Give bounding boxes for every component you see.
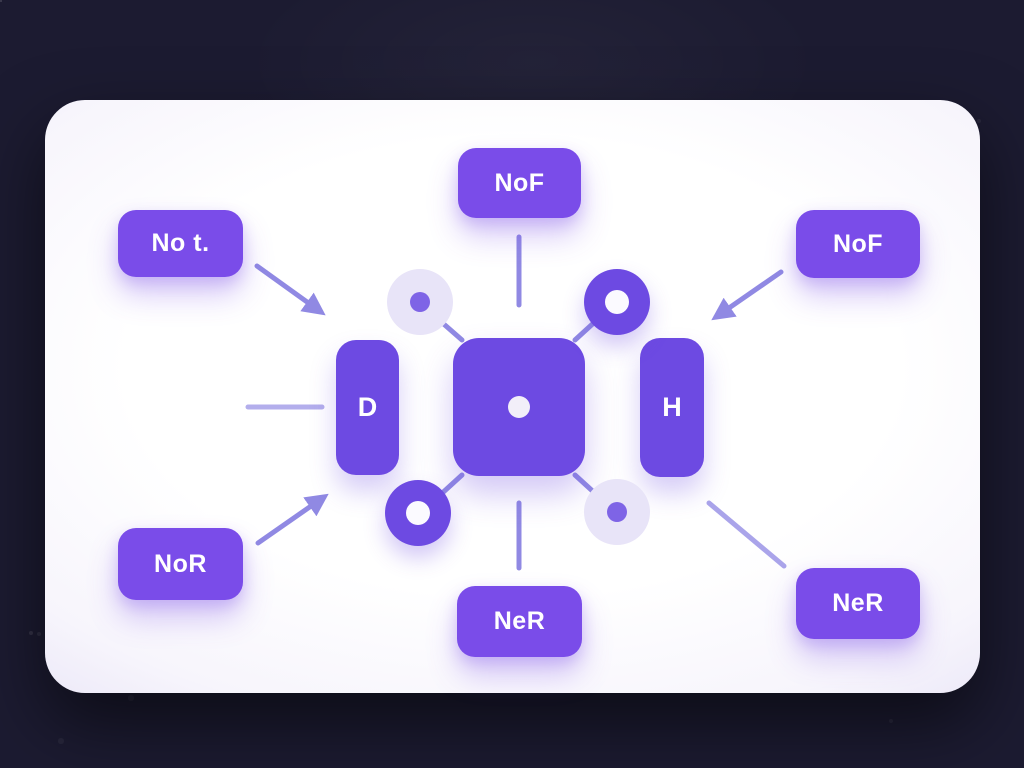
- circle-top-left-dot-icon: [410, 292, 430, 312]
- arrow-bottom-left: [255, 493, 329, 546]
- node-bottom-left: NoR: [118, 528, 243, 600]
- diagram-card: No t. NoF NoF NoR NeR NeR D H: [45, 100, 980, 693]
- circle-bottom-left: [385, 480, 451, 546]
- node-bottom-left-label: NoR: [154, 549, 207, 578]
- circle-bottom-right: [584, 479, 650, 545]
- background-stars: [0, 0, 2, 2]
- circle-top-right: [584, 269, 650, 335]
- circle-bottom-left-hole-icon: [406, 501, 430, 525]
- connector-lines-layer: [245, 234, 787, 571]
- node-top-left-label: No t.: [151, 229, 210, 257]
- node-top-left: No t.: [118, 210, 243, 277]
- hub-node: [453, 338, 585, 476]
- node-bottom-center: NeR: [457, 586, 582, 657]
- circle-bottom-right-dot-icon: [607, 502, 627, 522]
- connector-bottom-right: [706, 500, 787, 569]
- hub-center-dot-icon: [508, 396, 530, 418]
- pill-right-label: H: [662, 392, 682, 422]
- node-top-center: NoF: [458, 148, 581, 218]
- pill-left: D: [336, 340, 399, 475]
- pill-right: H: [640, 338, 704, 477]
- arrow-top-left: [254, 263, 326, 316]
- node-bottom-right-label: NeR: [832, 589, 884, 617]
- arrow-top-right: [711, 269, 784, 321]
- node-top-center-label: NoF: [494, 168, 545, 197]
- circle-top-right-hole-icon: [605, 290, 629, 314]
- circle-top-left: [387, 269, 453, 335]
- node-bottom-right: NeR: [796, 568, 920, 639]
- pill-left-label: D: [357, 392, 378, 422]
- node-top-right: NoF: [796, 210, 920, 278]
- node-bottom-center-label: NeR: [493, 607, 546, 635]
- node-top-right-label: NoF: [832, 229, 884, 258]
